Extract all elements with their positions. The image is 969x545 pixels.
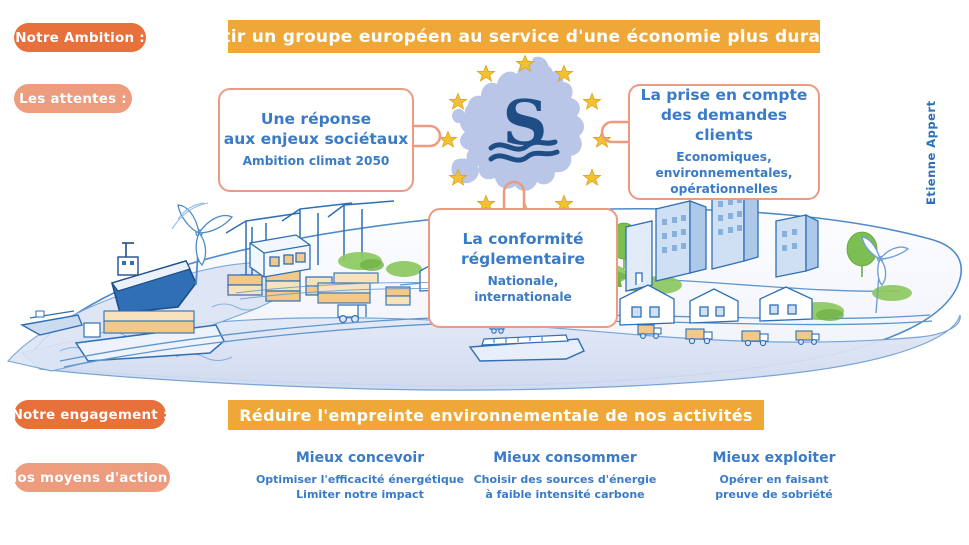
label-notre-ambition: Notre Ambition : (14, 23, 146, 52)
river-boat-icon (468, 334, 585, 362)
label-nos-moyens-daction: Nos moyens d'action : (6, 463, 178, 492)
landscape-illustration (6, 182, 962, 391)
pallet-stacks-icon (317, 272, 411, 306)
action-column-mieux-consommer: Mieux consommer Choisir des sources d'én… (405, 450, 725, 502)
column-2-line-2: à faible intensité carbone (485, 488, 645, 502)
forklift-icon (337, 304, 367, 324)
action-column-mieux-exploiter: Mieux exploiter Opérer en faisant preuve… (614, 450, 934, 502)
main-title-banner: Bâtir un groupe européen au service d'un… (197, 20, 850, 53)
artist-signature: Etienne Appert (924, 100, 938, 205)
cargo-ship-icon (111, 242, 197, 314)
wind-turbine-right-icon (861, 236, 910, 314)
box-left-subtitle: Ambition climat 2050 (242, 154, 390, 169)
column-2-heading: Mieux consommer (493, 450, 637, 466)
label-les-attentes: Les attentes : (14, 84, 132, 113)
label-notre-engagement: Notre engagement : (12, 400, 168, 429)
trucks-icon (489, 320, 820, 347)
city-buildings-icon (625, 182, 819, 292)
column-3-line-2: preuve de sobriété (715, 488, 833, 502)
column-1-line-2: Limiter notre impact (296, 488, 424, 502)
column-3-line-1: Opérer en faisant (719, 473, 829, 486)
engagement-banner: Réduire l'empreinte environnementale de … (228, 400, 764, 430)
column-3-heading: Mieux exploiter (712, 450, 836, 466)
river-barge-icon (74, 310, 225, 362)
europe-map-graphic: S (438, 54, 612, 212)
port-warehouse-icon (249, 234, 311, 278)
column-1-heading: Mieux concevoir (295, 450, 425, 466)
small-boat-icon (19, 310, 83, 336)
box-right-subtitle: Economiques,environnementales,opérationn… (655, 150, 793, 197)
eu-stars (438, 54, 612, 212)
column-1-line-1: Optimiser l'efficacité énergétique (255, 473, 465, 486)
column-2-line-1: Choisir des sources d'énergie (473, 473, 657, 486)
box-bottom-subtitle: Nationale,internationale (474, 274, 572, 305)
action-column-mieux-concevoir: Mieux concevoir Optimiser l'efficacité é… (200, 450, 520, 502)
wind-turbine-icon (171, 202, 234, 286)
sogestran-s-logo: S (488, 86, 560, 163)
